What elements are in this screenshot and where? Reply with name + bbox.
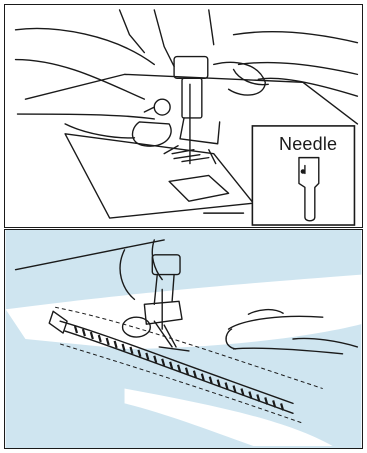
bottom-illustration-panel: [4, 229, 363, 449]
zipper-sewing-illustration: [5, 230, 362, 448]
top-illustration-panel: Needle: [4, 4, 363, 228]
needle-label: Needle: [279, 134, 337, 155]
presser-foot-illustration: [5, 5, 362, 227]
